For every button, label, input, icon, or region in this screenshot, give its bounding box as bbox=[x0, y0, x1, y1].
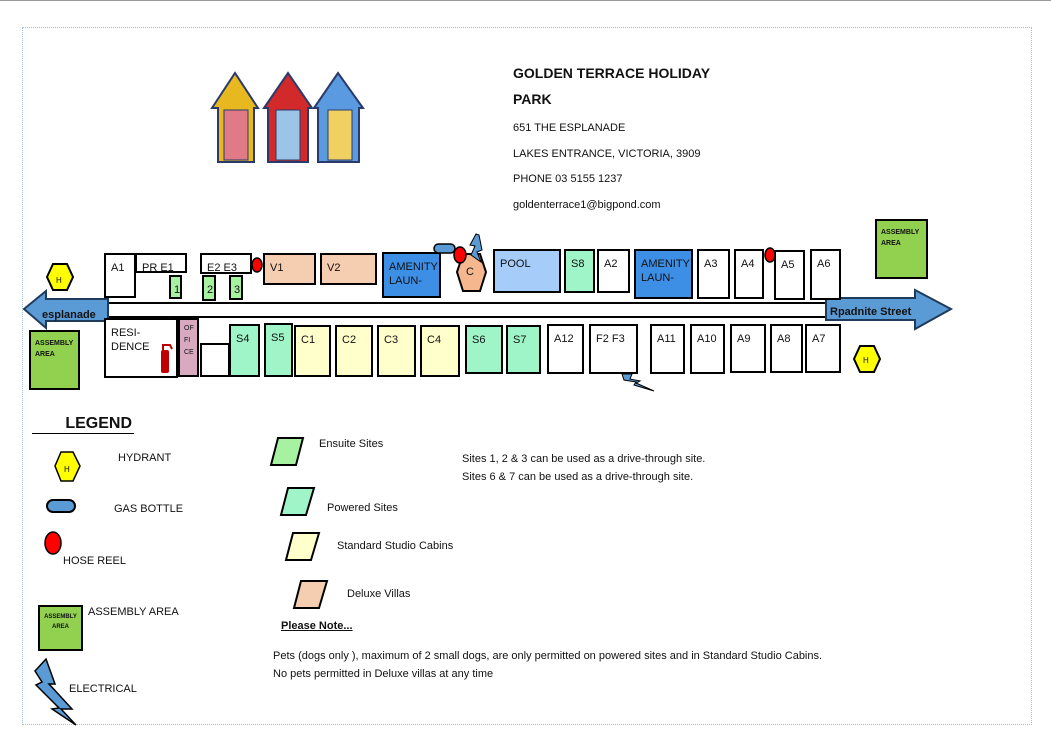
address: 651 THE ESPLANADE bbox=[513, 122, 626, 134]
hydrant-icon bbox=[852, 345, 882, 373]
gas-bottle-icon bbox=[46, 499, 76, 513]
site-a5[interactable]: A5 bbox=[774, 250, 805, 300]
electrical-icon bbox=[469, 233, 483, 264]
site-a4[interactable]: A4 bbox=[734, 249, 764, 299]
site-a7[interactable]: A7 bbox=[805, 324, 841, 373]
site-v2[interactable]: V2 bbox=[320, 253, 377, 285]
legend-assembly-area: ASSEMBLY AREA bbox=[88, 606, 179, 618]
site-a1[interactable]: A1 bbox=[104, 253, 136, 298]
legend-hydrant: HYDRANT bbox=[118, 452, 172, 464]
site-s4[interactable]: S4 bbox=[229, 324, 260, 377]
site-s7[interactable]: S7 bbox=[506, 325, 541, 374]
site-v1[interactable]: V1 bbox=[263, 253, 316, 285]
site-a2[interactable]: A2 bbox=[597, 249, 630, 293]
legend-hose-reel: HOSE REEL bbox=[63, 555, 126, 567]
hydrant-letter: H bbox=[64, 465, 70, 474]
legend-electrical: ELECTRICAL bbox=[69, 683, 137, 695]
standard-swatch-icon bbox=[284, 532, 321, 561]
deluxe-swatch-icon bbox=[292, 580, 329, 609]
electrical-icon bbox=[34, 657, 77, 726]
amenity-laundry-1[interactable]: AMENITY LAUN- bbox=[382, 252, 441, 298]
email: goldenterrace1@bigpond.com bbox=[513, 199, 661, 211]
hydrant-icon bbox=[45, 263, 75, 291]
legend-title: LEGEND bbox=[32, 415, 134, 434]
site-c2[interactable]: C2 bbox=[335, 325, 373, 377]
road bbox=[80, 302, 830, 318]
pool[interactable]: POOL bbox=[493, 249, 561, 293]
ensuite-swatch-icon bbox=[269, 437, 305, 466]
site-s6[interactable]: S6 bbox=[465, 325, 503, 374]
site-c1[interactable]: C1 bbox=[294, 325, 331, 377]
beach-huts-logo bbox=[210, 71, 365, 163]
powered-swatch-icon bbox=[279, 487, 316, 516]
site-c3[interactable]: C3 bbox=[377, 325, 416, 377]
site-a11[interactable]: A11 bbox=[650, 324, 685, 374]
hose-reel-icon bbox=[453, 246, 467, 264]
pets-note-2: No pets permitted in Deluxe villas at an… bbox=[273, 668, 494, 680]
hose-reel-icon bbox=[44, 531, 62, 555]
hydrant-letter: H bbox=[56, 276, 62, 285]
hydrant-letter: H bbox=[863, 356, 869, 365]
legend-powered: Powered Sites bbox=[327, 502, 398, 514]
site-s8[interactable]: S8 bbox=[564, 249, 595, 293]
gas-bottle-icon bbox=[433, 243, 456, 254]
legend-standard: Standard Studio Cabins bbox=[337, 540, 454, 552]
site-3[interactable]: 3 bbox=[229, 275, 243, 300]
esplanade-label: esplanade bbox=[42, 309, 96, 321]
site-a10[interactable]: A10 bbox=[690, 324, 725, 374]
site-f2-f3[interactable]: F2 F3 bbox=[589, 324, 638, 374]
site-pr-e1[interactable]: PR E1 bbox=[135, 253, 187, 274]
site-1[interactable]: 1 bbox=[169, 275, 182, 299]
pets-note-1: Pets (dogs only ), maximum of 2 small do… bbox=[273, 650, 823, 662]
phone: PHONE 03 5155 1237 bbox=[513, 173, 623, 185]
site-c4[interactable]: C4 bbox=[420, 325, 460, 377]
camp-kitchen-label: C bbox=[466, 266, 474, 278]
site-a8[interactable]: A8 bbox=[770, 324, 803, 373]
legend-ensuite: Ensuite Sites bbox=[319, 438, 384, 450]
amenity-laundry-2[interactable]: AMENITY LAUN- bbox=[634, 249, 693, 299]
site-s5[interactable]: S5 bbox=[264, 323, 293, 377]
camp-kitchen-hexagon bbox=[455, 253, 488, 292]
street-arrow bbox=[825, 288, 954, 331]
town: LAKES ENTRANCE, VICTORIA, 3909 bbox=[513, 148, 701, 160]
site-a3[interactable]: A3 bbox=[697, 249, 730, 299]
residence-label: RESI-DENCE bbox=[111, 327, 150, 354]
site-a9[interactable]: A9 bbox=[730, 324, 766, 373]
site-2[interactable]: 2 bbox=[202, 275, 216, 301]
electrical-icon bbox=[621, 373, 655, 392]
site-a6[interactable]: A6 bbox=[810, 249, 841, 300]
street-label: Rpadnite Street bbox=[830, 306, 912, 318]
hose-reel-icon bbox=[764, 247, 776, 263]
drive-through-note-1: Sites 1, 2 & 3 can be used as a drive-th… bbox=[462, 453, 706, 465]
hydrant-icon bbox=[54, 451, 81, 482]
unlabeled-building bbox=[200, 343, 230, 377]
park-title: GOLDEN TERRACE HOLIDAY bbox=[513, 65, 711, 81]
hose-reel-icon bbox=[251, 257, 263, 273]
legend-deluxe: Deluxe Villas bbox=[347, 588, 411, 600]
esplanade-arrow bbox=[22, 288, 109, 331]
legend-gas-bottle: GAS BOTTLE bbox=[114, 503, 184, 515]
top-border bbox=[0, 0, 1051, 1]
drive-through-note-2: Sites 6 & 7 can be used as a drive-throu… bbox=[462, 471, 694, 483]
site-a12[interactable]: A12 bbox=[547, 324, 584, 374]
site-e2-e3[interactable]: E2 E3 bbox=[200, 253, 252, 274]
page-border bbox=[22, 27, 1032, 725]
park-title-2: PARK bbox=[513, 91, 552, 107]
fire-extinguisher-icon bbox=[161, 344, 173, 373]
please-note-heading: Please Note... bbox=[281, 620, 353, 632]
